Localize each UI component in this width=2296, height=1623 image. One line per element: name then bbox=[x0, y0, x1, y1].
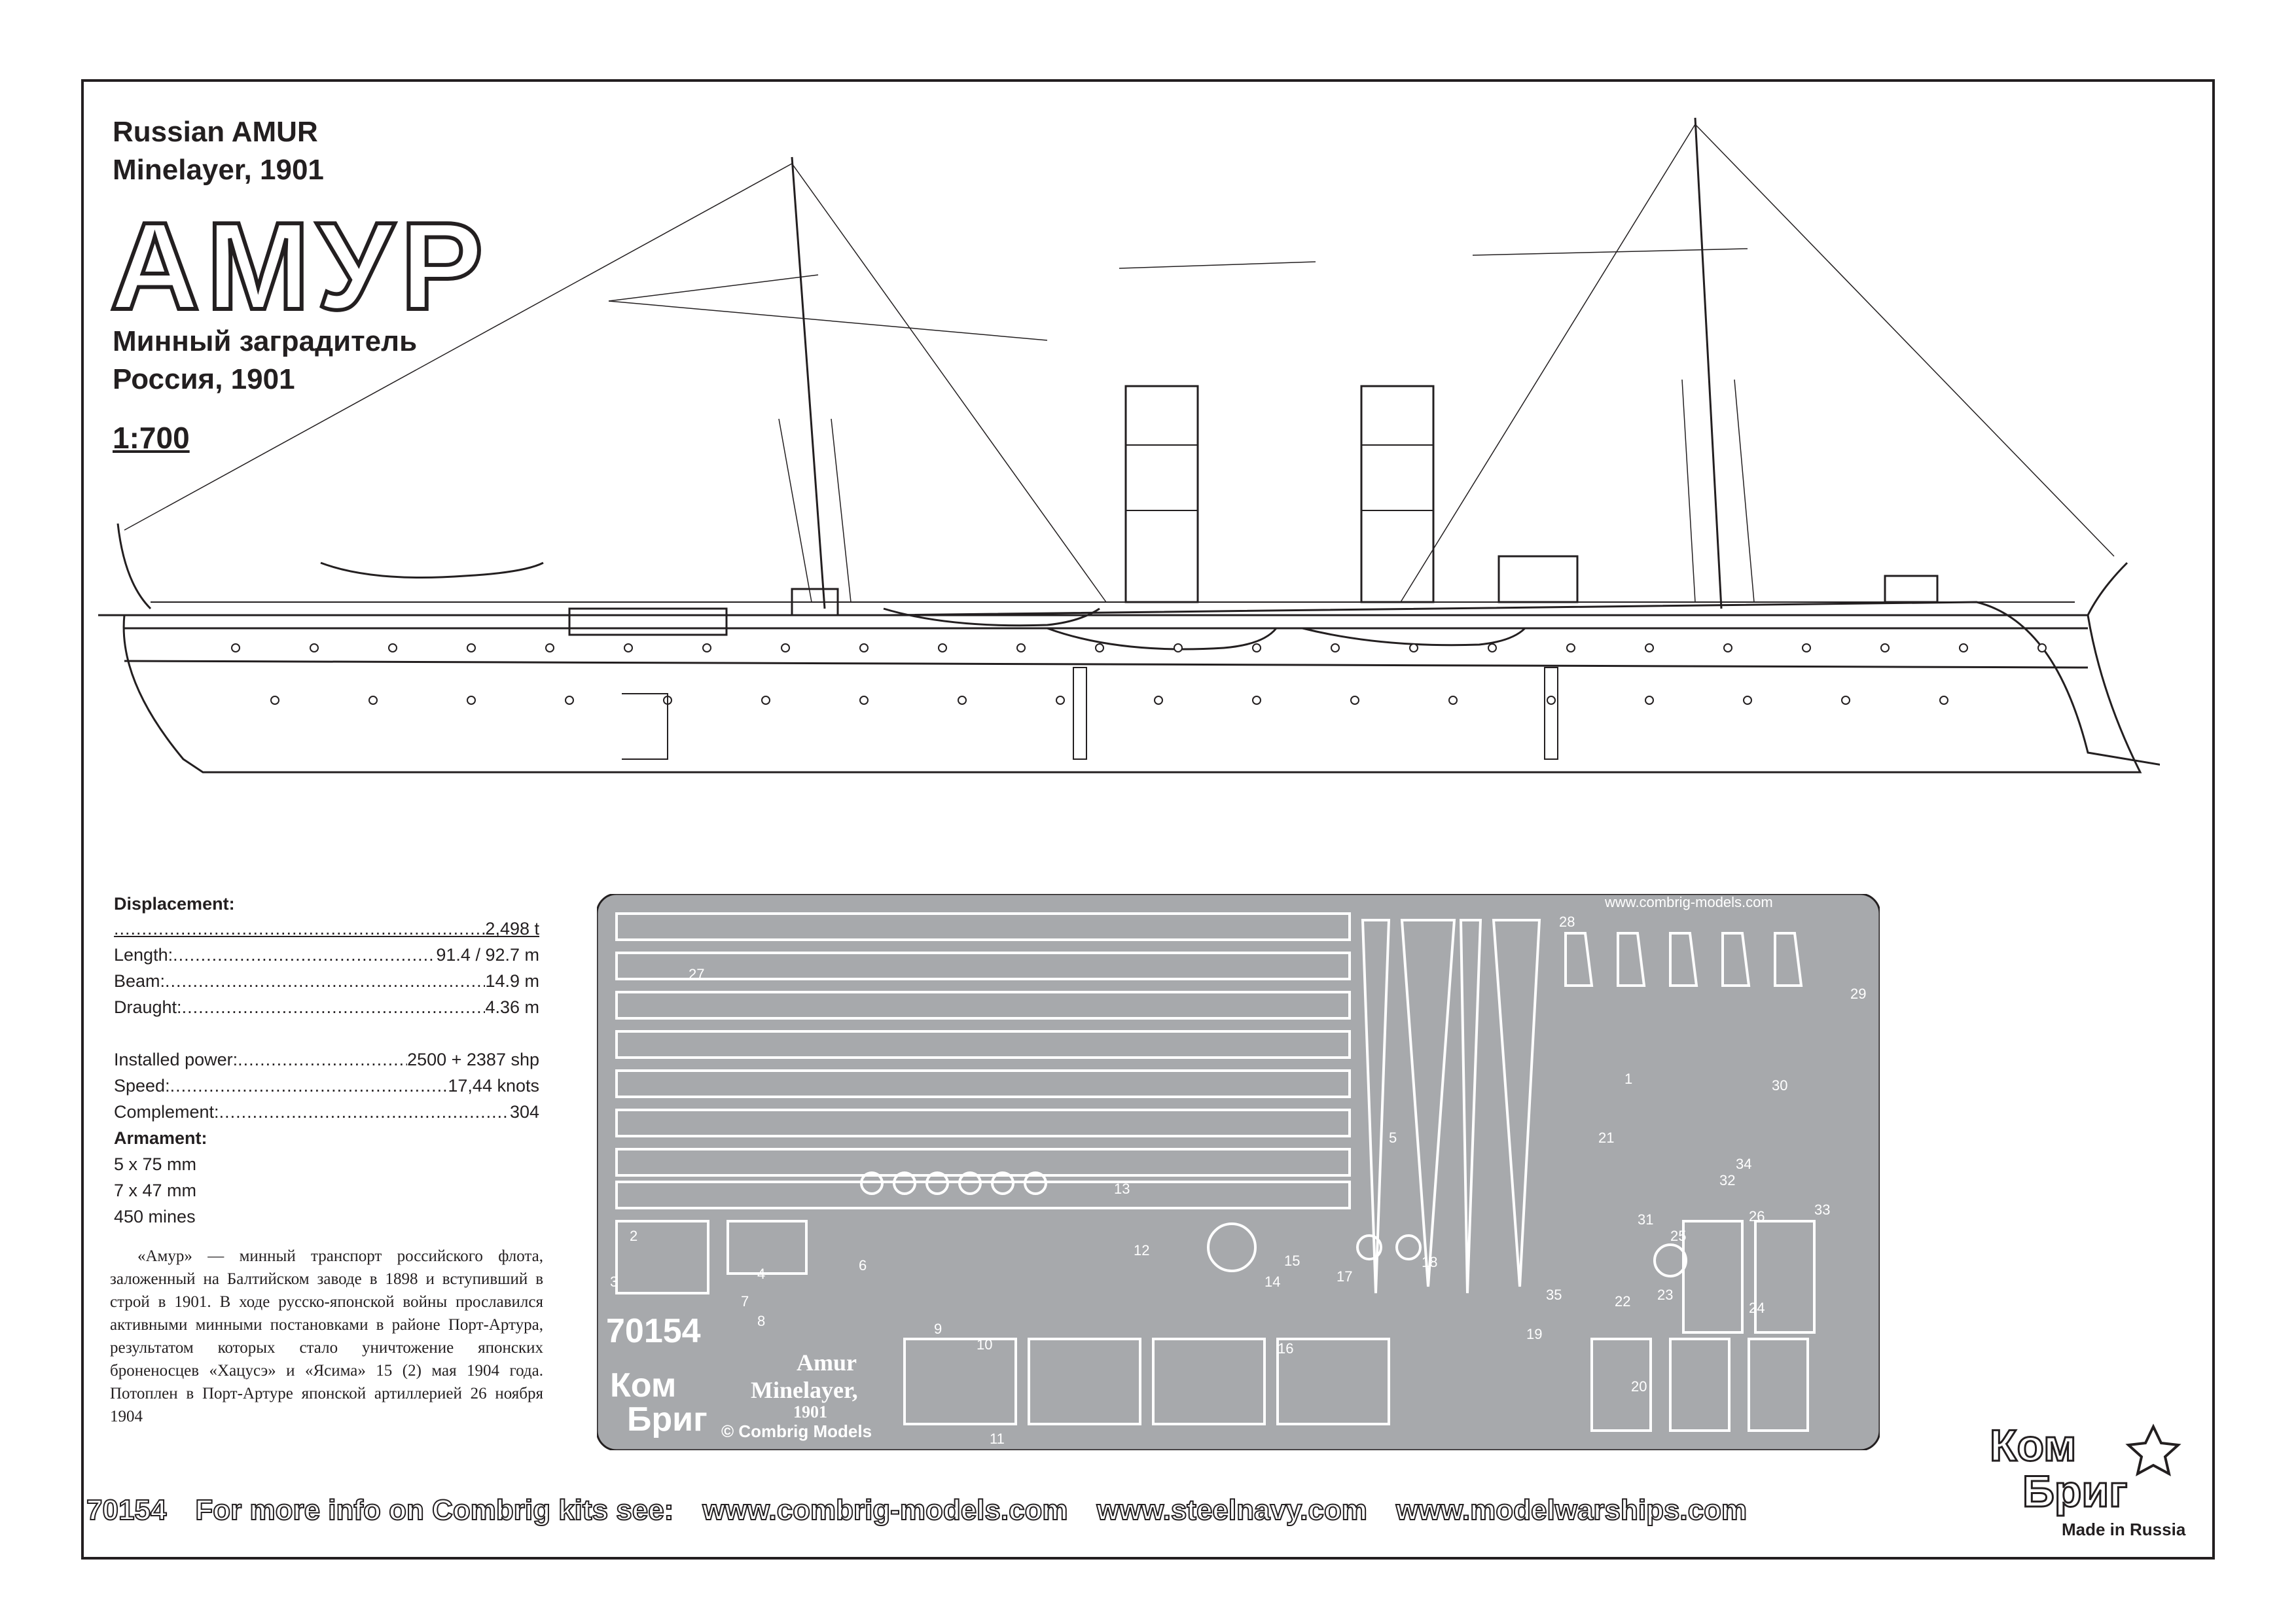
part-number: 3 bbox=[610, 1274, 618, 1290]
part-number: 7 bbox=[741, 1293, 749, 1310]
part-number: 25 bbox=[1670, 1228, 1686, 1244]
brand-star-icon bbox=[2125, 1423, 2181, 1476]
part-number: 10 bbox=[977, 1336, 992, 1353]
part-number: 9 bbox=[934, 1321, 942, 1337]
spec-row-complement: Complement: 304 bbox=[114, 1102, 539, 1122]
part-number: 20 bbox=[1631, 1378, 1647, 1395]
part-number: 21 bbox=[1598, 1130, 1614, 1146]
armament-item: 450 mines bbox=[114, 1207, 196, 1226]
armament-heading: Armament: bbox=[114, 1128, 207, 1148]
spec-value: 91.4 / 92.7 m bbox=[436, 945, 539, 965]
spec-label: Draught: bbox=[114, 997, 182, 1017]
spec-row-speed: Speed: 17,44 knots bbox=[114, 1076, 539, 1096]
spec-row-length: Length: 91.4 / 92.7 m bbox=[114, 945, 539, 965]
fret-kit-number: 70154 bbox=[606, 1312, 701, 1350]
part-number: 6 bbox=[859, 1257, 867, 1274]
brand-logo: Ком Бриг Made in Russia bbox=[1983, 1420, 2206, 1551]
fret-copyright: © Combrig Models bbox=[721, 1421, 872, 1441]
ship-description: «Амур» — минный транспорт российского фл… bbox=[110, 1247, 543, 1425]
part-number: 13 bbox=[1114, 1181, 1130, 1197]
footer-bar: 70154 For more info on Combrig kits see:… bbox=[86, 1484, 1880, 1537]
spec-value: 2,498 t bbox=[485, 919, 539, 938]
page-border bbox=[81, 79, 2215, 1560]
armament-item: 5 x 75 mm bbox=[114, 1154, 197, 1174]
spec-label: Complement: bbox=[114, 1102, 219, 1122]
part-number: 11 bbox=[990, 1431, 1005, 1447]
spec-value: 2500 + 2387 shp bbox=[407, 1050, 539, 1069]
spec-label: Speed: bbox=[114, 1076, 170, 1096]
part-number: 30 bbox=[1772, 1077, 1787, 1094]
part-number: 8 bbox=[757, 1313, 765, 1329]
part-number: 16 bbox=[1278, 1340, 1293, 1357]
part-number: 18 bbox=[1422, 1254, 1437, 1270]
part-number: 34 bbox=[1736, 1156, 1751, 1172]
footer-link-steelnavy[interactable]: www.steelnavy.com bbox=[1096, 1493, 1368, 1527]
part-number: 12 bbox=[1134, 1242, 1149, 1258]
part-number: 4 bbox=[757, 1266, 765, 1282]
armament-item: 7 x 47 mm bbox=[114, 1181, 197, 1200]
footer-info: For more info on Combrig kits see: bbox=[194, 1493, 674, 1527]
fret-url: www.combrig-models.com bbox=[1604, 894, 1773, 910]
fret-ship-name: Amur bbox=[797, 1349, 857, 1376]
brand-made-in: Made in Russia bbox=[2062, 1520, 2186, 1539]
spec-value: 304 bbox=[509, 1102, 539, 1122]
title-en-line2: Minelayer, 1901 bbox=[113, 154, 324, 186]
part-number: 31 bbox=[1638, 1211, 1653, 1228]
part-number: 17 bbox=[1336, 1268, 1352, 1285]
title-ru-line1: Минный заградитель bbox=[113, 325, 418, 357]
title-en-line1: Russian AMUR bbox=[113, 116, 318, 148]
spec-row-draught: Draught: 4.36 m bbox=[114, 997, 539, 1018]
spec-value: 4.36 m bbox=[485, 997, 539, 1017]
part-number: 32 bbox=[1719, 1172, 1735, 1188]
spec-label: Installed power: bbox=[114, 1050, 238, 1069]
fret-ship-type: Minelayer, bbox=[751, 1377, 858, 1403]
displacement-heading: Displacement: bbox=[114, 894, 235, 914]
part-number: 35 bbox=[1546, 1287, 1562, 1303]
spec-row-displacement: 2,498 t bbox=[114, 919, 539, 939]
part-number: 26 bbox=[1749, 1208, 1765, 1224]
part-number: 29 bbox=[1850, 986, 1866, 1002]
part-number: 5 bbox=[1389, 1130, 1397, 1146]
title-ru-line2: Россия, 1901 bbox=[113, 363, 295, 395]
fret-logo-line1: Ком bbox=[610, 1366, 676, 1404]
part-number: 14 bbox=[1265, 1274, 1280, 1290]
footer-kit-number: 70154 bbox=[86, 1493, 167, 1527]
part-number: 22 bbox=[1615, 1293, 1630, 1310]
part-number: 27 bbox=[689, 966, 704, 982]
scale-label: 1:700 bbox=[113, 421, 190, 455]
part-number: 24 bbox=[1749, 1300, 1765, 1316]
part-number: 19 bbox=[1526, 1326, 1542, 1342]
fret-logo-line2: Бриг bbox=[627, 1400, 708, 1438]
footer-link-modelwarships[interactable]: www.modelwarships.com bbox=[1395, 1493, 1748, 1527]
spec-value: 17,44 knots bbox=[448, 1076, 539, 1096]
title-big: АМУР bbox=[108, 197, 490, 336]
part-number: 28 bbox=[1559, 914, 1575, 930]
brand-line1: Ком bbox=[1990, 1421, 2076, 1471]
part-number: 23 bbox=[1657, 1287, 1673, 1303]
part-number: 2 bbox=[630, 1228, 637, 1244]
brand-line2: Бриг bbox=[2022, 1467, 2128, 1516]
part-number: 33 bbox=[1814, 1202, 1830, 1218]
spec-label: Beam: bbox=[114, 971, 166, 991]
spec-label: Length: bbox=[114, 945, 173, 965]
fret-year: 1901 bbox=[793, 1402, 827, 1421]
part-number: 1 bbox=[1624, 1071, 1632, 1087]
spec-row-beam: Beam: 14.9 m bbox=[114, 971, 539, 991]
ship-profile-drawing bbox=[98, 117, 2160, 774]
footer-link-combrig[interactable]: www.combrig-models.com bbox=[702, 1493, 1068, 1527]
spec-row-power: Installed power: 2500 + 2387 shp bbox=[114, 1050, 539, 1070]
part-number: 15 bbox=[1284, 1253, 1300, 1269]
photo-etch-fret: www.combrig-models.com 70154 Amur Minela… bbox=[597, 894, 1880, 1450]
spec-value: 14.9 m bbox=[485, 971, 539, 991]
